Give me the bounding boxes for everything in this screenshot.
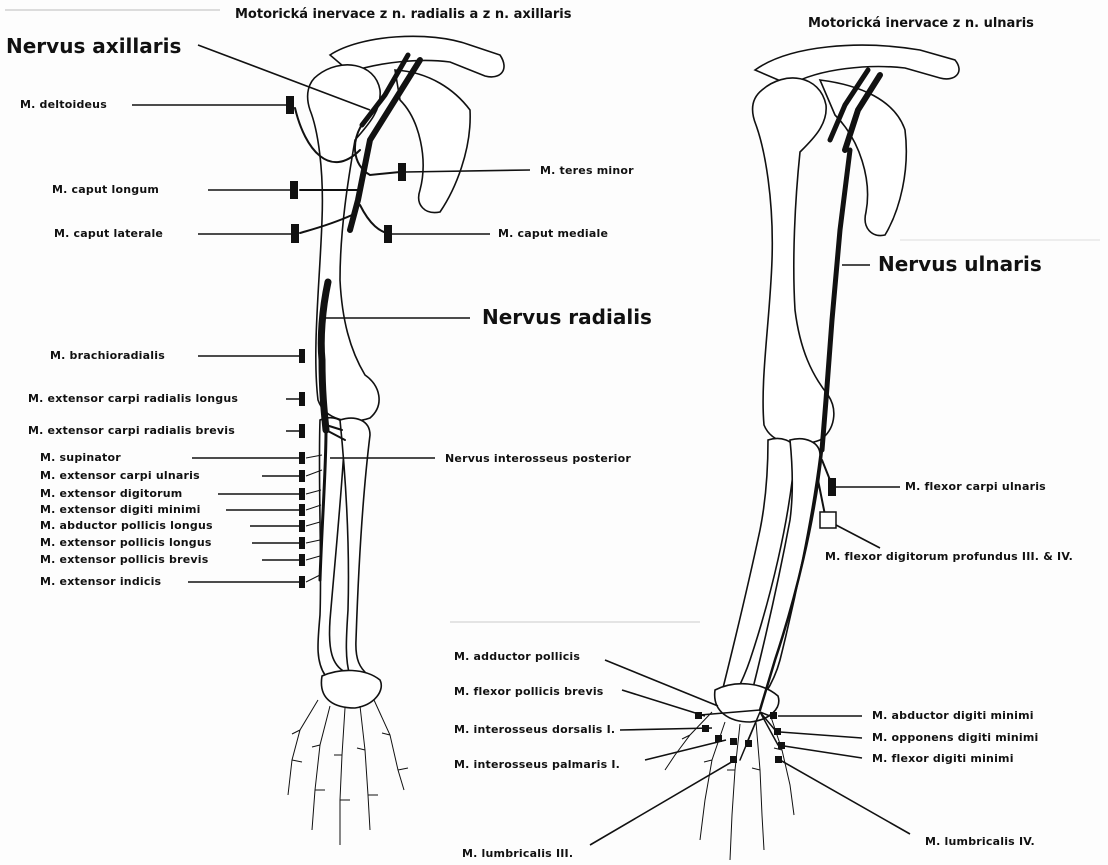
supinator-label: M. supinator [40,452,121,463]
ext-digiti-minimi-label: M. extensor digiti minimi [40,504,201,515]
left-fingers [288,700,408,845]
nervus-axillaris-label: Nervus axillaris [6,36,181,56]
right-humerus [753,78,834,444]
ecu-label: M. extensor carpi ulnaris [40,470,200,481]
interosseus-palmaris-label: M. interosseus palmaris I. [454,759,620,770]
lumbricalis-3-label: M. lumbricalis III. [462,848,573,859]
ext-digitorum-label: M. extensor digitorum [40,488,182,499]
nervus-interosseus-posterior-label: Nervus interosseus posterior [445,453,631,464]
lumbricalis-4-label: M. lumbricalis IV. [925,836,1035,847]
nervus-radialis-label: Nervus radialis [482,307,652,327]
flexor-digiti-minimi-label: M. flexor digiti minimi [872,753,1014,764]
deltoideus-label: M. deltoideus [20,99,107,110]
left-scapula [395,70,470,213]
flexor-digitorum-profundus-label: M. flexor digitorum profundus III. & IV. [825,551,1073,562]
teres-minor-label: M. teres minor [540,165,634,176]
adductor-pollicis-label: M. adductor pollicis [454,651,580,662]
interosseus-dorsalis-label: M. interosseus dorsalis I. [454,724,615,735]
right-title: Motorická inervace z n. ulnaris [808,17,1034,30]
ecr-brevis-label: M. extensor carpi radialis brevis [28,425,235,436]
left-ulna [340,418,370,676]
brachioradialis-label: M. brachioradialis [50,350,165,361]
caput-laterale-label: M. caput laterale [54,228,163,239]
ext-indicis-label: M. extensor indicis [40,576,161,587]
caput-longum-label: M. caput longum [52,184,159,195]
abductor-digiti-minimi-label: M. abductor digiti minimi [872,710,1034,721]
nervus-ulnaris-label: Nervus ulnaris [878,254,1042,274]
abd-pollicis-longus-label: M. abductor pollicis longus [40,520,213,531]
ext-pollicis-longus-label: M. extensor pollicis longus [40,537,212,548]
opponens-digiti-minimi-label: M. opponens digiti minimi [872,732,1039,743]
left-title: Motorická inervace z n. radialis a z n. … [235,8,571,21]
flexor-pollicis-brevis-label: M. flexor pollicis brevis [454,686,604,697]
ecr-longus-label: M. extensor carpi radialis longus [28,393,238,404]
ext-pollicis-brevis-label: M. extensor pollicis brevis [40,554,208,565]
caput-mediale-label: M. caput mediale [498,228,608,239]
flexor-carpi-ulnaris-label: M. flexor carpi ulnaris [905,481,1046,492]
left-carpals [321,670,381,708]
